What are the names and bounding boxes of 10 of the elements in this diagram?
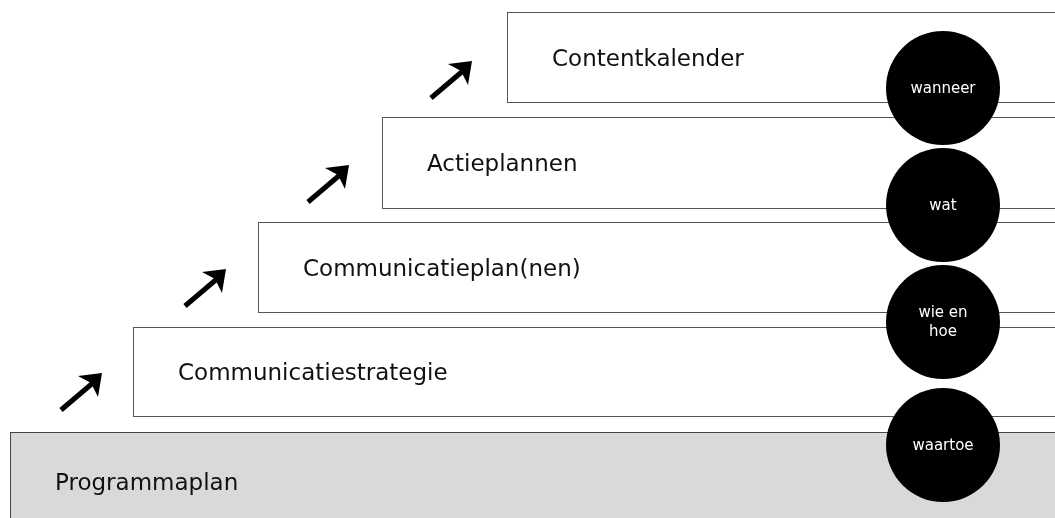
- step-label: Contentkalender: [552, 44, 744, 71]
- step-label: Programmaplan: [55, 469, 239, 495]
- circle-label: wat: [928, 195, 958, 215]
- step-label: Actieplannen: [427, 150, 578, 176]
- base-step-box: [10, 432, 1055, 518]
- circle-label: wanneer: [909, 78, 977, 98]
- circle-label: waartoe: [911, 435, 975, 455]
- circle-label: wie en hoe: [917, 303, 969, 341]
- step-label: Communicatieplan(nen): [303, 254, 581, 281]
- step-label: Communicatiestrategie: [178, 359, 448, 385]
